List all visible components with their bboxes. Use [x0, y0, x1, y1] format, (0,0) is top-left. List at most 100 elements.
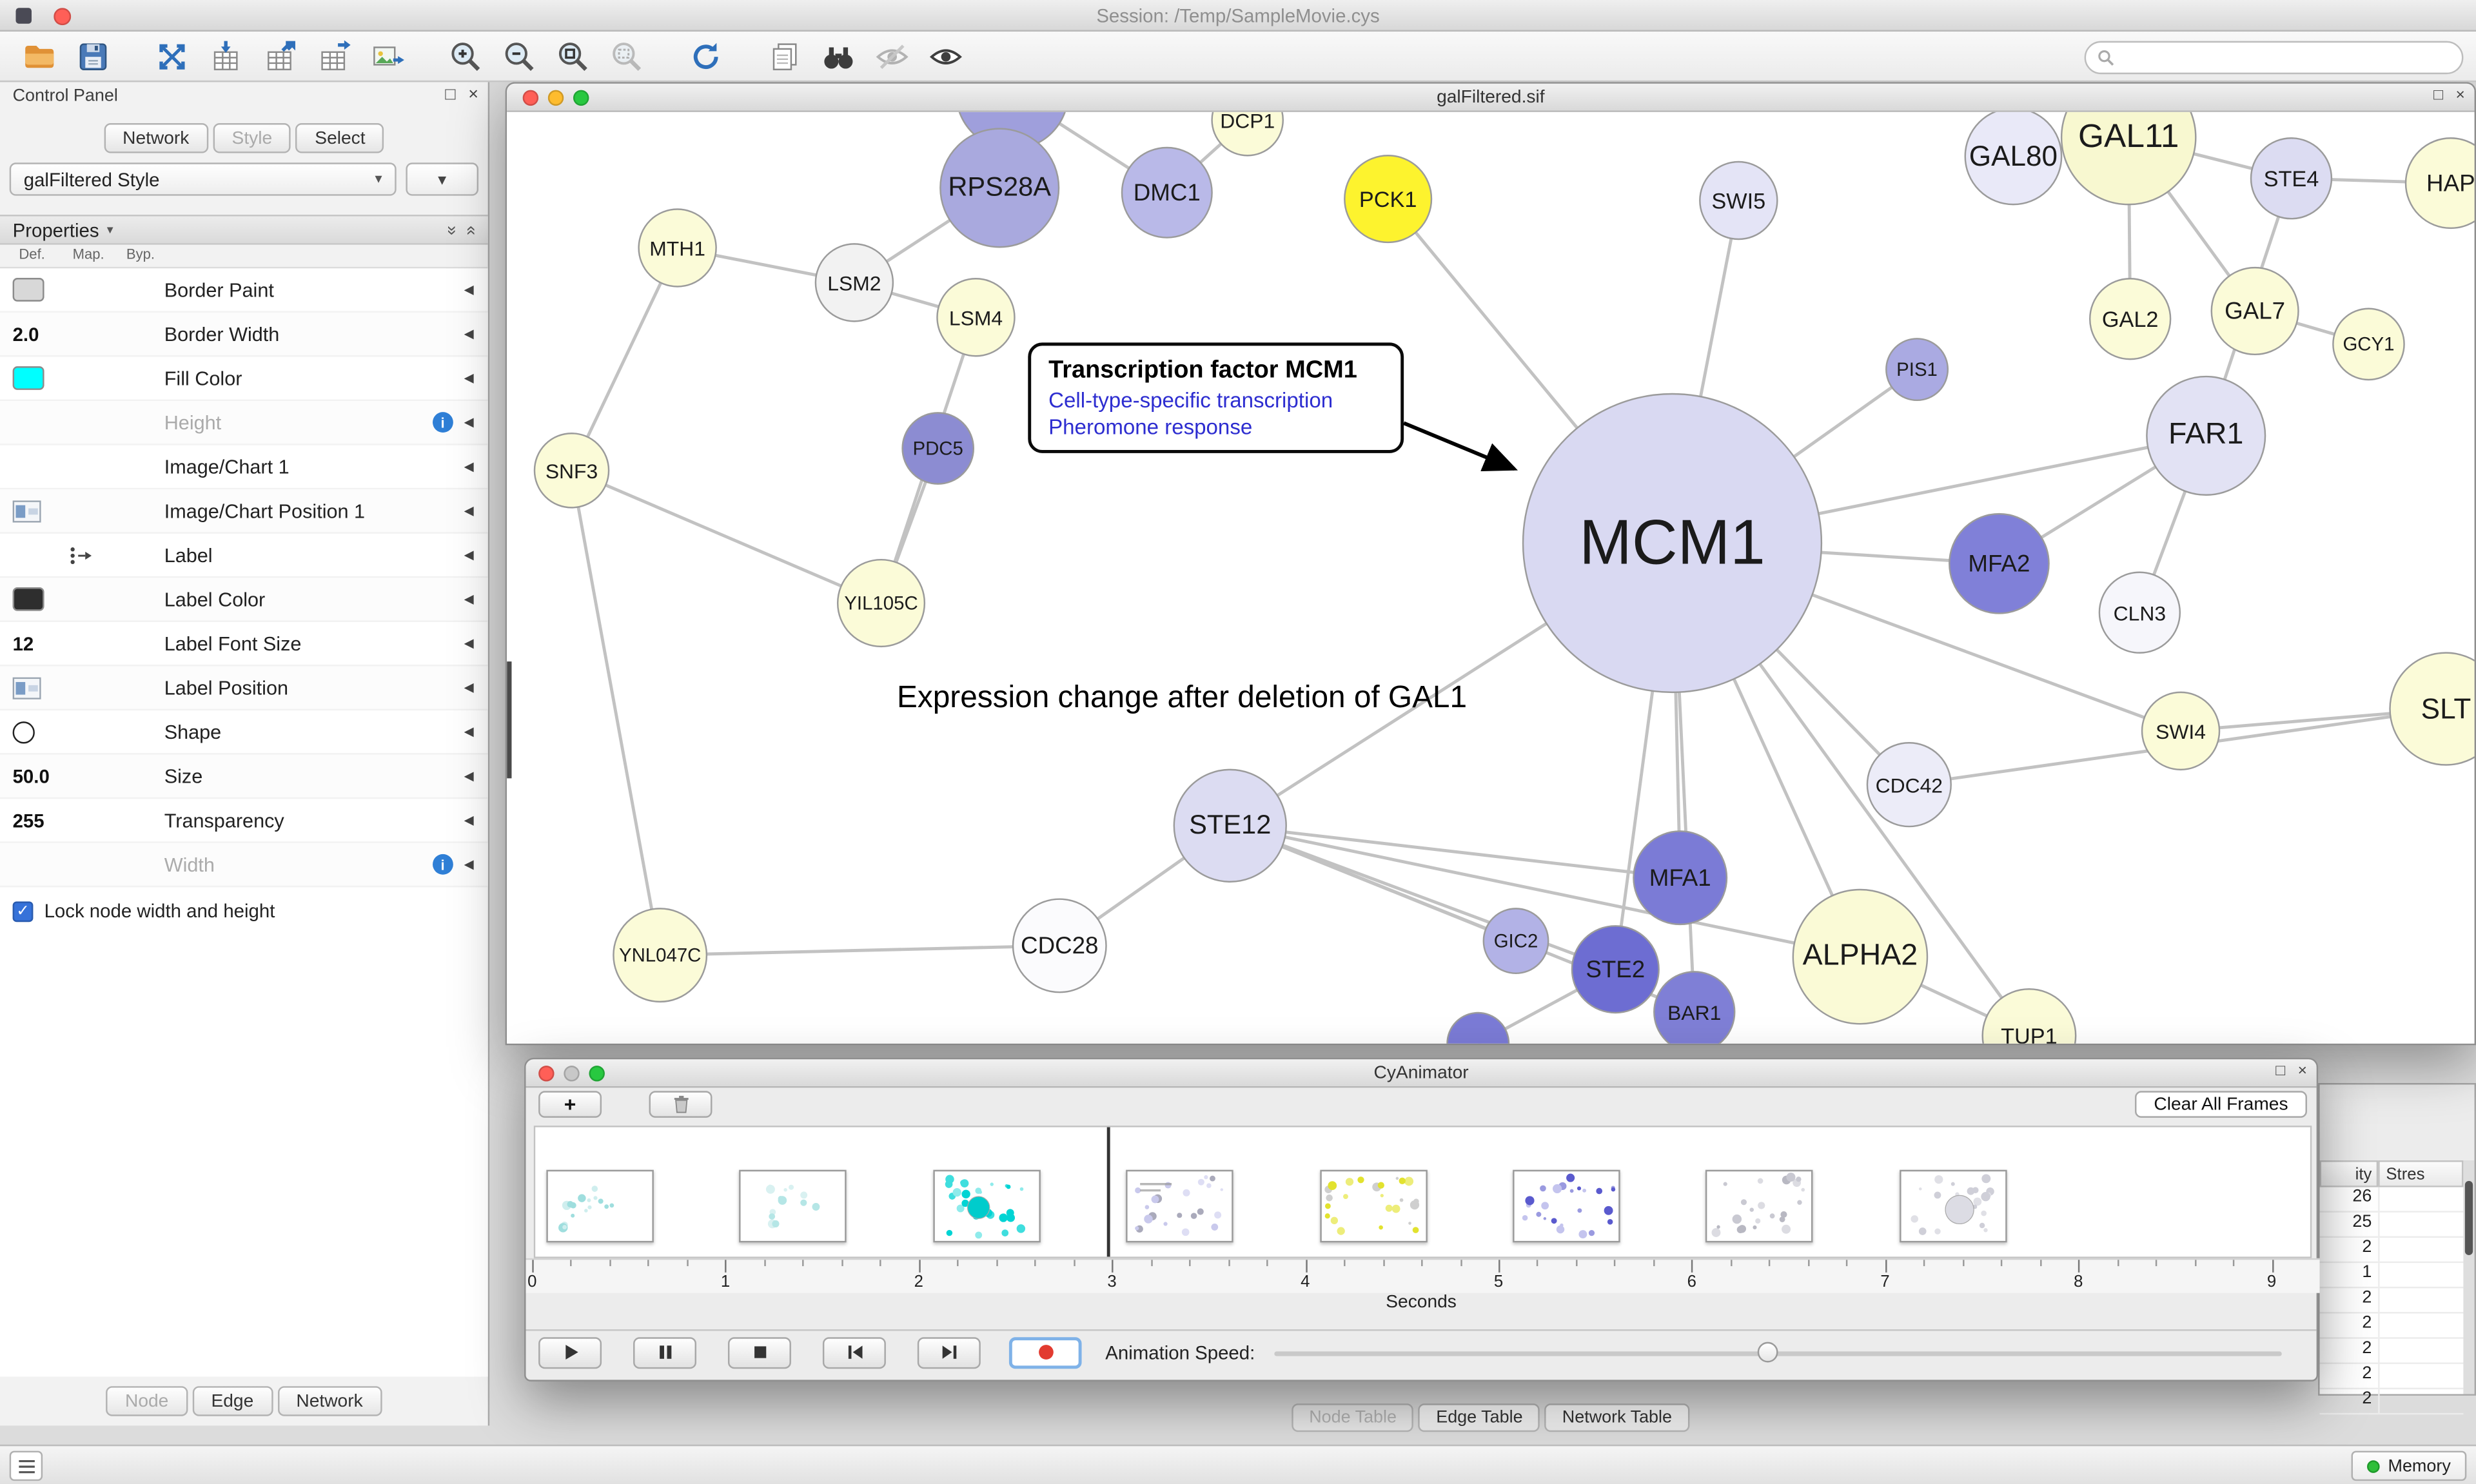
- table-cell[interactable]: [2378, 1212, 2463, 1236]
- tab-network[interactable]: Network: [277, 1386, 382, 1416]
- table-cell[interactable]: 2: [2362, 1338, 2372, 1358]
- slider-handle[interactable]: [1758, 1341, 1779, 1362]
- export-network-icon[interactable]: [259, 35, 300, 77]
- node-PDC5[interactable]: PDC5: [901, 412, 975, 485]
- default-value-cell[interactable]: [0, 278, 57, 302]
- frame-thumbnail-7[interactable]: [1899, 1169, 2007, 1243]
- expand-row-icon[interactable]: ◀: [464, 680, 474, 695]
- node-MTH1[interactable]: MTH1: [638, 208, 717, 288]
- node-FAR1[interactable]: FAR1: [2146, 375, 2266, 496]
- expand-row-icon[interactable]: ◀: [464, 768, 474, 783]
- skip-start-button[interactable]: [822, 1336, 886, 1369]
- edge-SNF3-YIL105C[interactable]: [571, 469, 882, 605]
- frame-thumbnail-5[interactable]: [1513, 1169, 1620, 1243]
- tab-select[interactable]: Select: [295, 123, 384, 153]
- search-network-icon[interactable]: [818, 35, 860, 77]
- zoom-fit-icon[interactable]: [553, 35, 594, 77]
- close-button[interactable]: [522, 90, 539, 106]
- lock-size-checkbox[interactable]: ✓: [12, 901, 34, 921]
- search-field[interactable]: [2084, 40, 2464, 73]
- minimize-button[interactable]: [564, 1066, 580, 1082]
- table-cell[interactable]: [2378, 1363, 2463, 1388]
- default-value-cell[interactable]: [0, 587, 57, 611]
- tab-node-table[interactable]: Node Table: [1292, 1403, 1414, 1432]
- tab-edge[interactable]: Edge: [192, 1386, 273, 1416]
- frame-thumbnail-1[interactable]: [740, 1169, 847, 1243]
- annotation-link[interactable]: Cell-type-specific transcription: [1048, 388, 1333, 413]
- edge-YNL047C-CDC28[interactable]: [660, 944, 1060, 957]
- node-GIC2[interactable]: GIC2: [1482, 908, 1549, 975]
- expand-row-icon[interactable]: ◀: [464, 636, 474, 650]
- node-SNF3[interactable]: SNF3: [533, 433, 610, 509]
- frame-thumbnail-0[interactable]: [546, 1169, 654, 1243]
- node-STE2[interactable]: STE2: [1571, 925, 1660, 1014]
- expand-row-icon[interactable]: ◀: [464, 415, 474, 430]
- edge-STE12-STE2[interactable]: [1229, 824, 1616, 971]
- table-cell[interactable]: 2: [2362, 1389, 2372, 1409]
- refresh-view-icon[interactable]: [685, 35, 727, 77]
- table-cell[interactable]: 2: [2362, 1288, 2372, 1307]
- collapse-all-icon[interactable]: »: [460, 224, 480, 235]
- animation-speed-slider[interactable]: [1273, 1336, 2282, 1368]
- float-panel-icon[interactable]: □: [445, 85, 456, 104]
- edge-YNL047C-SNF3[interactable]: [570, 470, 662, 956]
- skip-end-button[interactable]: [917, 1336, 981, 1369]
- float-window-icon[interactable]: □: [2433, 86, 2443, 104]
- expand-row-icon[interactable]: ◀: [464, 857, 474, 872]
- node-PCK1[interactable]: PCK1: [1344, 155, 1433, 244]
- pause-button[interactable]: [633, 1336, 697, 1369]
- mapping-cell[interactable]: [57, 544, 104, 566]
- table-cell[interactable]: [2378, 1338, 2463, 1363]
- node-STE12[interactable]: STE12: [1173, 768, 1287, 883]
- table-cell[interactable]: 25: [2352, 1212, 2372, 1232]
- frame-thumbnail-6[interactable]: [1705, 1169, 1814, 1243]
- export-table-icon[interactable]: [313, 35, 354, 77]
- tab-network[interactable]: Network: [103, 123, 208, 153]
- node-GAL80[interactable]: GAL80: [1964, 112, 2063, 206]
- zoom-button[interactable]: [589, 1066, 605, 1082]
- node-GCY1[interactable]: GCY1: [2332, 308, 2405, 381]
- expand-row-icon[interactable]: ◀: [464, 503, 474, 518]
- node-CDC28[interactable]: CDC28: [1012, 898, 1107, 993]
- table-column-header[interactable]: Stres: [2378, 1160, 2464, 1187]
- tab-style[interactable]: Style: [213, 123, 291, 153]
- caption-annotation[interactable]: Expression change after deletion of GAL1: [897, 680, 1468, 716]
- zoom-button[interactable]: [573, 90, 589, 106]
- duplicate-view-icon[interactable]: [764, 35, 805, 77]
- stop-button[interactable]: [727, 1336, 791, 1369]
- frame-thumbnail-3[interactable]: [1126, 1169, 1234, 1243]
- node-STE4[interactable]: STE4: [2250, 137, 2333, 220]
- default-value-cell[interactable]: [0, 366, 57, 390]
- minimize-button[interactable]: [547, 90, 564, 106]
- default-value-cell[interactable]: 12: [0, 632, 57, 654]
- play-button[interactable]: [538, 1336, 602, 1369]
- tab-node[interactable]: Node: [106, 1386, 188, 1416]
- properties-header[interactable]: Properties ▾ » »: [0, 215, 488, 245]
- node-GAL7[interactable]: GAL7: [2210, 266, 2299, 356]
- table-scrollbar-thumb[interactable]: [2464, 1180, 2473, 1255]
- default-value-cell[interactable]: [0, 500, 57, 522]
- cyanimator-titlebar[interactable]: CyAnimator □ ×: [526, 1059, 2317, 1088]
- node-CLN3[interactable]: CLN3: [2098, 571, 2181, 654]
- zoom-selected-icon[interactable]: [606, 35, 647, 77]
- network-window-titlebar[interactable]: galFiltered.sif □ ×: [507, 83, 2475, 112]
- table-scrollbar[interactable]: [2463, 1160, 2475, 1394]
- expand-row-icon[interactable]: ◀: [464, 592, 474, 607]
- table-cell[interactable]: 1: [2362, 1263, 2372, 1282]
- close-view-icon[interactable]: ×: [2297, 1062, 2307, 1080]
- table-cell[interactable]: [2378, 1389, 2463, 1413]
- node-PIS1[interactable]: PIS1: [1885, 338, 1949, 402]
- canvas-scrollbar[interactable]: [507, 661, 512, 779]
- close-window-button[interactable]: [54, 7, 72, 24]
- app-titlebar[interactable]: Session: /Temp/SampleMovie.cys: [0, 0, 2476, 32]
- zoom-in-icon[interactable]: [446, 35, 487, 77]
- table-cell[interactable]: 2: [2362, 1238, 2372, 1257]
- clear-all-frames-button[interactable]: Clear All Frames: [2135, 1091, 2307, 1118]
- timeline-playhead[interactable]: [1107, 1127, 1110, 1257]
- frame-timeline[interactable]: [533, 1126, 2312, 1258]
- expand-row-icon[interactable]: ◀: [464, 459, 474, 474]
- close-panel-icon[interactable]: ×: [468, 85, 479, 104]
- export-image-icon[interactable]: [366, 35, 408, 77]
- task-history-button[interactable]: [9, 1450, 43, 1481]
